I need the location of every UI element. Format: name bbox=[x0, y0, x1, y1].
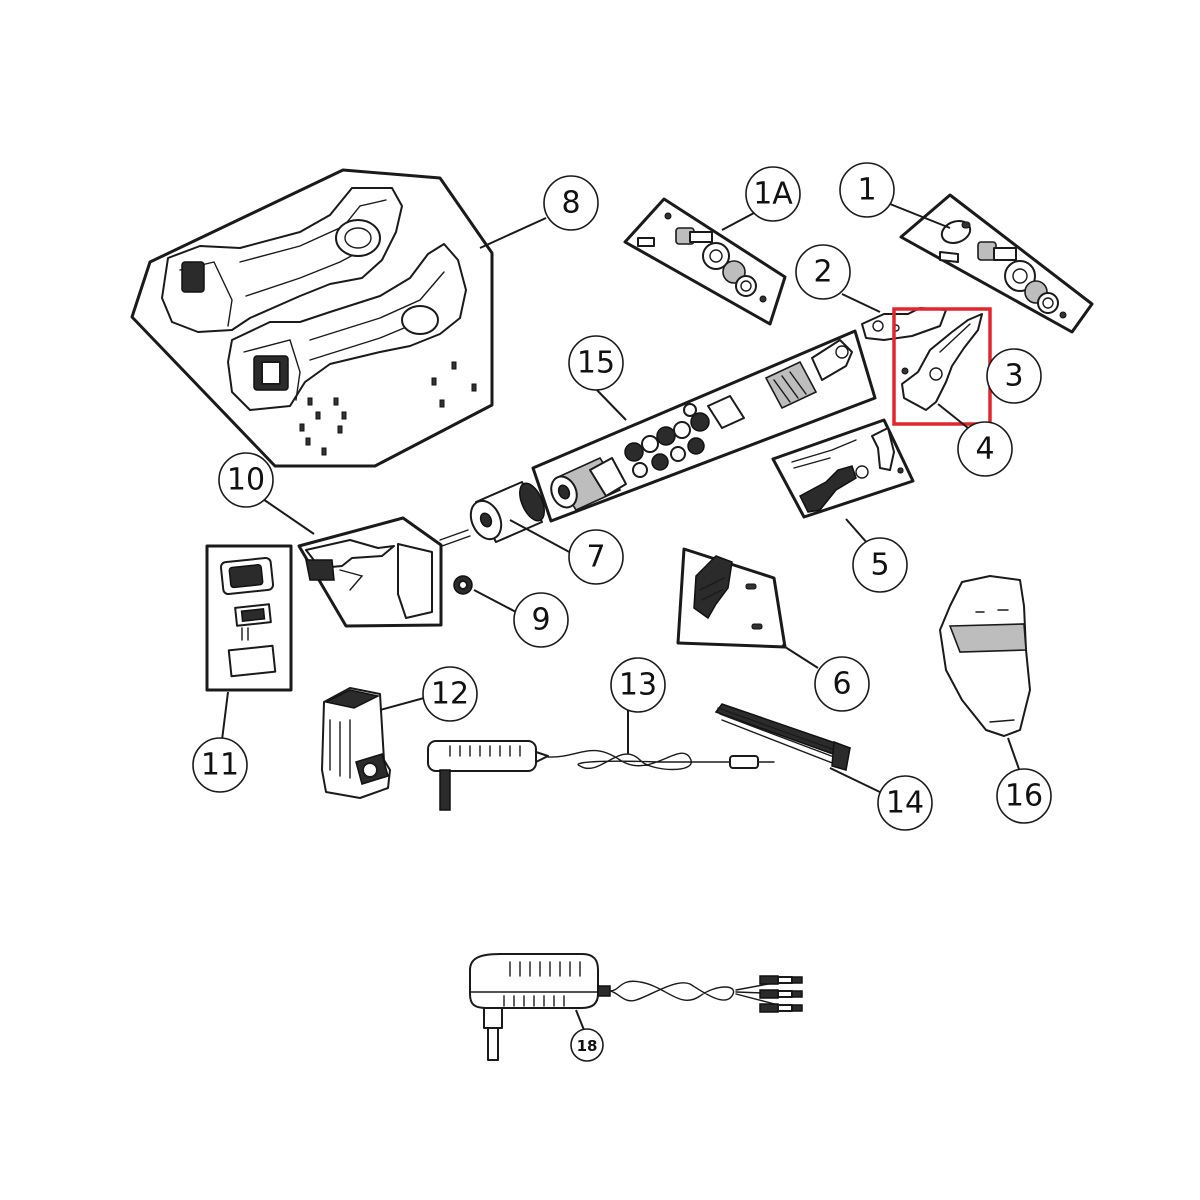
callout-6: 6 bbox=[814, 656, 870, 712]
part-group-8[interactable]: 8 bbox=[130, 168, 599, 468]
callout-3: 3 bbox=[986, 348, 1042, 404]
callout-1: 1 bbox=[839, 162, 895, 218]
callout-label: 4 bbox=[975, 432, 994, 467]
callout-label: 3 bbox=[1004, 359, 1023, 394]
callout-13: 13 bbox=[610, 657, 666, 713]
part-group-16[interactable]: 16 bbox=[939, 575, 1052, 824]
callout-16: 16 bbox=[996, 768, 1052, 824]
part-group-7[interactable]: 7 bbox=[439, 480, 624, 585]
callout-label: 2 bbox=[813, 255, 832, 290]
part-group-1[interactable]: 1 bbox=[839, 162, 1094, 334]
callout-label: 8 bbox=[561, 186, 580, 221]
connector-set bbox=[759, 975, 803, 1013]
callout-7: 7 bbox=[568, 529, 624, 585]
callout-label: 1 bbox=[857, 173, 876, 208]
callout-label: 13 bbox=[619, 668, 657, 703]
callout-10: 10 bbox=[218, 452, 274, 508]
callout-label: 15 bbox=[577, 346, 615, 381]
callout-label: 14 bbox=[886, 786, 924, 821]
part-group-1A[interactable]: 1A bbox=[623, 166, 801, 326]
callout-label: 1A bbox=[753, 177, 793, 212]
callout-18: 18 bbox=[570, 1028, 604, 1062]
callout-1A: 1A bbox=[745, 166, 801, 222]
holster bbox=[939, 575, 1031, 737]
part-group-11[interactable]: 11 bbox=[192, 544, 293, 793]
fixed-blade bbox=[861, 307, 947, 341]
callout-label: 16 bbox=[1005, 779, 1043, 814]
callout-label: 5 bbox=[870, 548, 889, 583]
housing-half-upper bbox=[161, 187, 403, 333]
callout-label: 9 bbox=[531, 603, 550, 638]
screw-set bbox=[299, 361, 477, 456]
cutting-blade bbox=[901, 313, 983, 411]
callout-5: 5 bbox=[852, 537, 908, 593]
callout-11: 11 bbox=[192, 737, 248, 793]
part-group-6[interactable]: 6 bbox=[676, 547, 870, 712]
part-group-2[interactable]: 2 bbox=[795, 244, 947, 341]
callout-4: 4 bbox=[957, 421, 1013, 477]
callout-2: 2 bbox=[795, 244, 851, 300]
part-group-12[interactable]: 12 bbox=[321, 666, 478, 799]
callout-label: 11 bbox=[201, 748, 239, 783]
callout-label: 12 bbox=[431, 677, 469, 712]
part-group-10[interactable]: 10 bbox=[218, 452, 443, 628]
callout-label: 10 bbox=[227, 463, 265, 498]
part-group-5[interactable]: 5 bbox=[771, 418, 915, 593]
callout-15: 15 bbox=[568, 335, 624, 391]
callout-label: 18 bbox=[577, 1037, 598, 1055]
callout-label: 7 bbox=[586, 540, 605, 575]
gear-stages bbox=[624, 403, 710, 478]
part-group-4[interactable]: 4 bbox=[937, 403, 1013, 477]
part-group-3[interactable]: 3 bbox=[892, 307, 1042, 426]
callout-label: 6 bbox=[832, 667, 851, 702]
callout-14: 14 bbox=[877, 775, 933, 831]
part-group-14[interactable]: 14 bbox=[714, 703, 933, 831]
part-group-13[interactable]: 13 bbox=[427, 657, 775, 811]
callout-8: 8 bbox=[543, 175, 599, 231]
part-group-15[interactable]: 15 bbox=[531, 329, 877, 523]
callout-9: 9 bbox=[513, 592, 569, 648]
part-group-18[interactable]: 18 bbox=[469, 953, 803, 1062]
part-group-9[interactable]: 9 bbox=[453, 575, 569, 648]
callout-12: 12 bbox=[422, 666, 478, 722]
